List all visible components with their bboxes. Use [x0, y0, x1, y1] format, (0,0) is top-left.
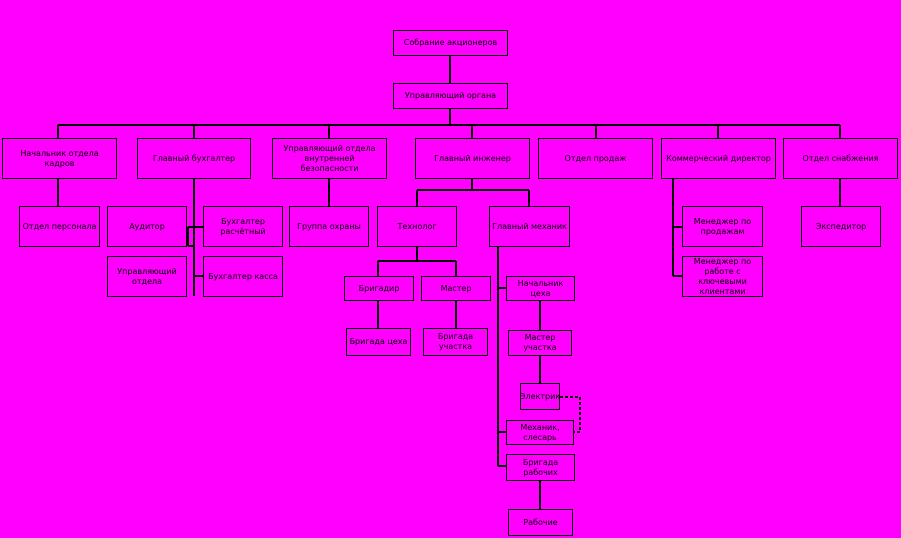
node-label: Бухгалтер касса: [208, 271, 278, 281]
node-label: Управляющий отдела: [117, 266, 177, 286]
node-label: Менеджер по работе с ключевыми клиентами: [693, 256, 752, 296]
node-label: Отдел продаж: [564, 153, 627, 163]
node-label: Собрание акционеров: [403, 38, 498, 47]
node-auditor: Аудитор: [107, 206, 187, 247]
node-sales-department: Отдел продаж: [538, 138, 653, 179]
node-label: Управляющий органа: [404, 91, 497, 100]
node-workers: Рабочие: [508, 509, 573, 536]
dashed-connector: [560, 396, 581, 433]
node-label: Механик, слесарь: [520, 422, 560, 442]
node-label: Менеджер по продажам: [693, 216, 752, 236]
node-label: Мастер участка: [523, 333, 557, 352]
node-security-group: Группа охраны: [289, 206, 369, 247]
node-master: Мастер: [421, 276, 491, 301]
node-label: Бригада рабочих: [522, 457, 559, 477]
node-label: Группа охраны: [297, 221, 361, 231]
node-personnel-department: Отдел персонала: [19, 206, 100, 247]
node-sales-manager: Менеджер по продажам: [682, 206, 763, 247]
node-label: Экспедитор: [815, 221, 867, 231]
node-label: Рабочие: [523, 517, 558, 527]
node-commercial-director: Коммерческий директор: [661, 138, 776, 179]
node-section-master: Мастер участка: [508, 330, 572, 356]
node-chief-mechanic: Главный механик: [489, 206, 570, 247]
node-label: Бригадир: [358, 283, 400, 293]
node-cash-accountant: Бухгалтер касса: [203, 256, 283, 297]
node-label: Отдел снабжения: [802, 153, 879, 163]
node-label: Главный механик: [492, 221, 567, 231]
node-electrician: Электрик: [520, 383, 560, 410]
node-foreman: Бригадир: [344, 276, 414, 301]
node-chief-engineer: Главный инженер: [415, 138, 530, 179]
node-label: Начальник отдела кадров: [20, 148, 99, 168]
node-label: Бригада участка: [437, 332, 474, 351]
node-label: Управляющий отдела внутренней безопаснос…: [283, 143, 376, 173]
node-hr-head: Начальник отдела кадров: [2, 138, 117, 179]
node-department-manager: Управляющий отдела: [107, 256, 187, 297]
node-shop-head: Начальник цеха: [506, 276, 575, 301]
node-forwarder: Экспедитор: [801, 206, 881, 247]
node-security-manager: Управляющий отдела внутренней безопаснос…: [272, 138, 387, 179]
node-workers-team: Бригада рабочих: [506, 454, 575, 481]
node-mechanic-fitter: Механик, слесарь: [506, 420, 574, 445]
node-label: Отдел персонала: [22, 221, 97, 231]
node-key-account-manager: Менеджер по работе с ключевыми клиентами: [682, 256, 763, 297]
node-technologist: Технолог: [377, 206, 457, 247]
node-managing-body: Управляющий органа: [393, 83, 508, 109]
node-shareholders-meeting: Собрание акционеров: [393, 30, 508, 56]
node-section-team: Бригада участка: [423, 328, 488, 356]
node-label: Коммерческий директор: [666, 153, 771, 163]
node-label: Бухгалтер расчётный: [220, 216, 266, 236]
node-label: Бригада цеха: [349, 337, 408, 346]
node-label: Мастер: [440, 283, 472, 293]
node-label: Технолог: [397, 221, 437, 231]
node-shop-team: Бригада цеха: [346, 328, 411, 356]
node-label: Начальник цеха: [517, 278, 564, 298]
node-label: Аудитор: [129, 221, 165, 231]
node-supply-department: Отдел снабжения: [783, 138, 898, 179]
node-label: Электрик: [520, 391, 560, 401]
node-settlement-accountant: Бухгалтер расчётный: [203, 206, 283, 247]
node-label: Главный бухгалтер: [152, 153, 236, 163]
node-chief-accountant: Главный бухгалтер: [137, 138, 251, 179]
node-label: Главный инженер: [434, 153, 511, 163]
